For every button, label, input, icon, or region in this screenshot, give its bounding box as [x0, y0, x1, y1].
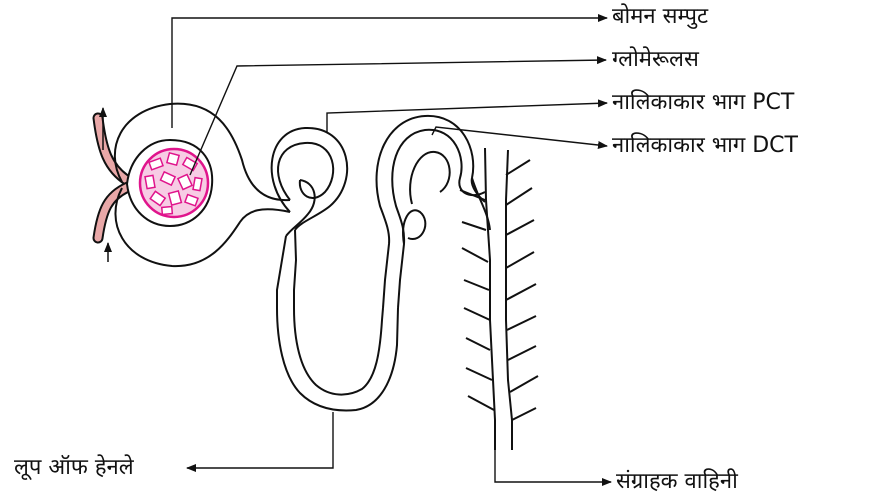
distal-tubule-shape: [377, 116, 490, 308]
label-dct: नालिकाकार भाग DCT: [612, 135, 798, 157]
label-collecting-duct: संग्राहक वाहिनी: [616, 471, 738, 493]
leader-loop: [187, 412, 333, 468]
leader-lines: [172, 18, 611, 482]
leader-glomerulus: [190, 60, 606, 175]
collecting-duct-shape: [460, 148, 538, 450]
label-glomerulus: ग्लोमेरूलस: [612, 49, 699, 71]
label-pct: नालिकाकार भाग PCT: [612, 92, 794, 114]
leader-bowman: [172, 18, 607, 128]
proximal-tubule-shape: [272, 128, 398, 411]
glomerulus-shape: [140, 149, 208, 217]
leader-collecting: [495, 450, 611, 482]
label-bowman-capsule: बोमन सम्पुट: [612, 6, 708, 28]
leader-pct: [327, 103, 607, 133]
label-loop-of-henle: लूप ऑफ हेनले: [14, 457, 134, 479]
leader-dct: [432, 127, 607, 146]
